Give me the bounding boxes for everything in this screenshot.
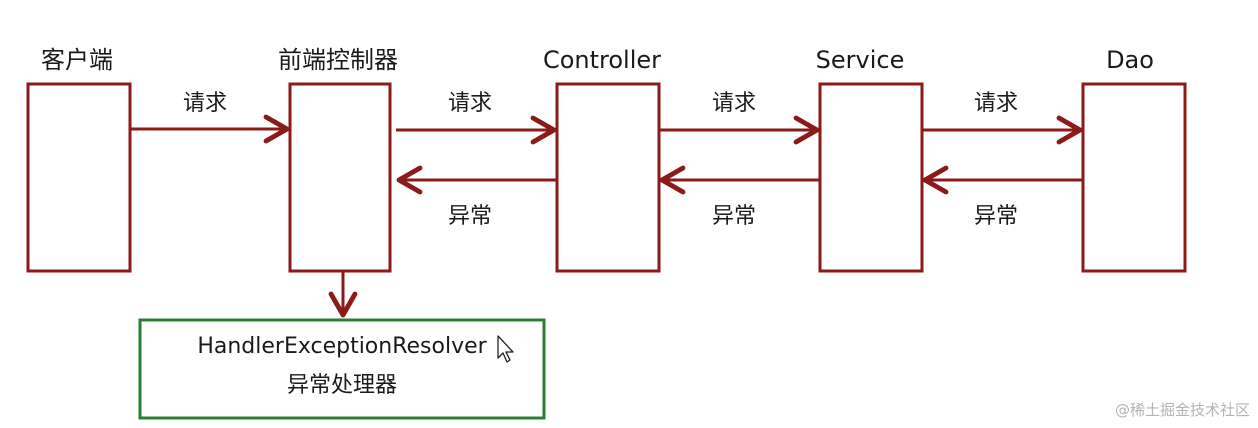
watermark: @稀土掘金技术社区 — [1114, 401, 1250, 419]
front-controller-label: 前端控制器 — [278, 46, 398, 74]
controller-label: Controller — [543, 46, 661, 74]
request-label-3: 请求 — [712, 91, 756, 116]
exception-label-1: 异常 — [448, 204, 492, 229]
controller-box — [555, 82, 661, 273]
request-label-1: 请求 — [183, 91, 227, 116]
resolver-subtitle: 异常处理器 — [287, 373, 397, 398]
exception-label-3: 异常 — [974, 204, 1018, 229]
mouse-cursor-icon — [497, 335, 514, 363]
exception-label-2: 异常 — [712, 204, 756, 229]
client-label: 客户端 — [41, 46, 113, 74]
service-box — [818, 82, 924, 273]
resolver-box — [138, 318, 546, 420]
front-controller-box — [288, 82, 392, 273]
client-box — [26, 82, 132, 273]
dao-box — [1081, 82, 1187, 273]
service-label: Service — [816, 46, 905, 74]
resolver-title: HandlerExceptionResolver — [197, 334, 487, 359]
dao-label: Dao — [1106, 46, 1154, 74]
request-label-4: 请求 — [974, 91, 1018, 116]
request-label-2: 请求 — [448, 91, 492, 116]
